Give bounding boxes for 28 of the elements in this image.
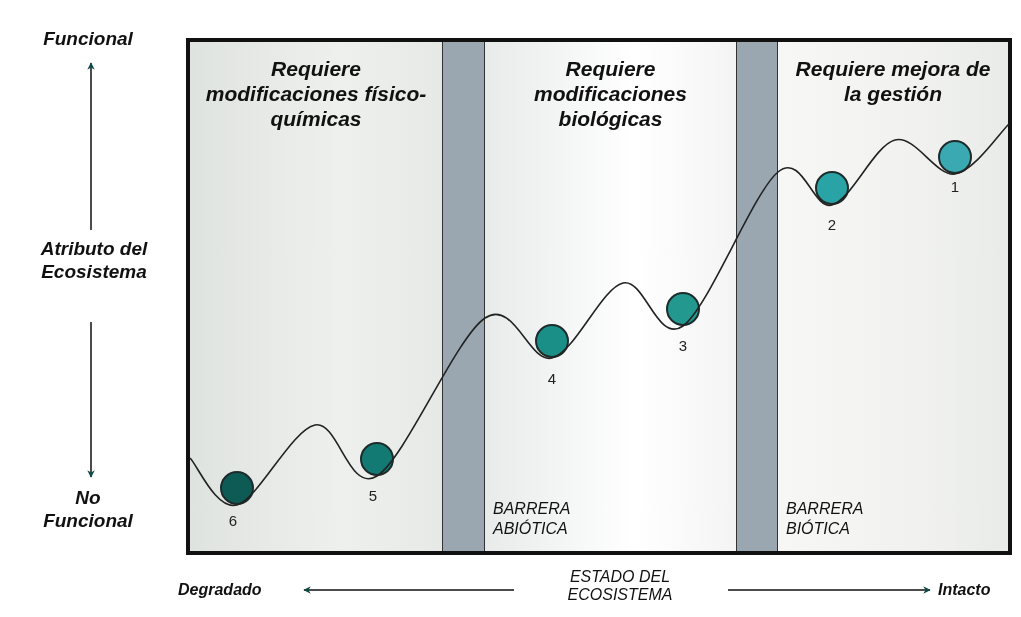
axis-label: Atributo del Ecosistema — [39, 238, 149, 284]
zone-panel — [778, 42, 1008, 551]
zone-heading: Requiere modificaciones físico-químicas — [204, 56, 428, 132]
axis-label: Intacto — [938, 580, 992, 600]
ball-number: 5 — [367, 487, 379, 504]
ball-number: 2 — [826, 216, 838, 233]
ball-number: 1 — [949, 178, 961, 195]
zone-heading: Requiere modificaciones biológicas — [533, 56, 688, 132]
axis-label: ESTADO DEL ECOSISTEMA — [566, 568, 674, 605]
barrier-bar — [442, 42, 485, 551]
ball — [535, 324, 569, 358]
ball — [360, 442, 394, 476]
ball — [815, 171, 849, 205]
ball-number: 6 — [227, 512, 239, 529]
barrier-bar — [736, 42, 778, 551]
ball-number: 4 — [546, 370, 558, 387]
zone-panel — [190, 42, 442, 551]
ball — [666, 292, 700, 326]
axis-label: Funcional — [42, 28, 134, 51]
barrier-label: BARRERA BIÓTICA — [786, 499, 864, 539]
barrier-label: BARRERA ABIÓTICA — [493, 499, 571, 539]
ball — [220, 471, 254, 505]
axis-label: Degradado — [178, 580, 263, 600]
ball-number: 3 — [677, 337, 689, 354]
ball — [938, 140, 972, 174]
zone-heading: Requiere mejora de la gestión — [794, 56, 992, 107]
zone-panel — [485, 42, 736, 551]
axis-label: No Funcional — [42, 487, 134, 533]
